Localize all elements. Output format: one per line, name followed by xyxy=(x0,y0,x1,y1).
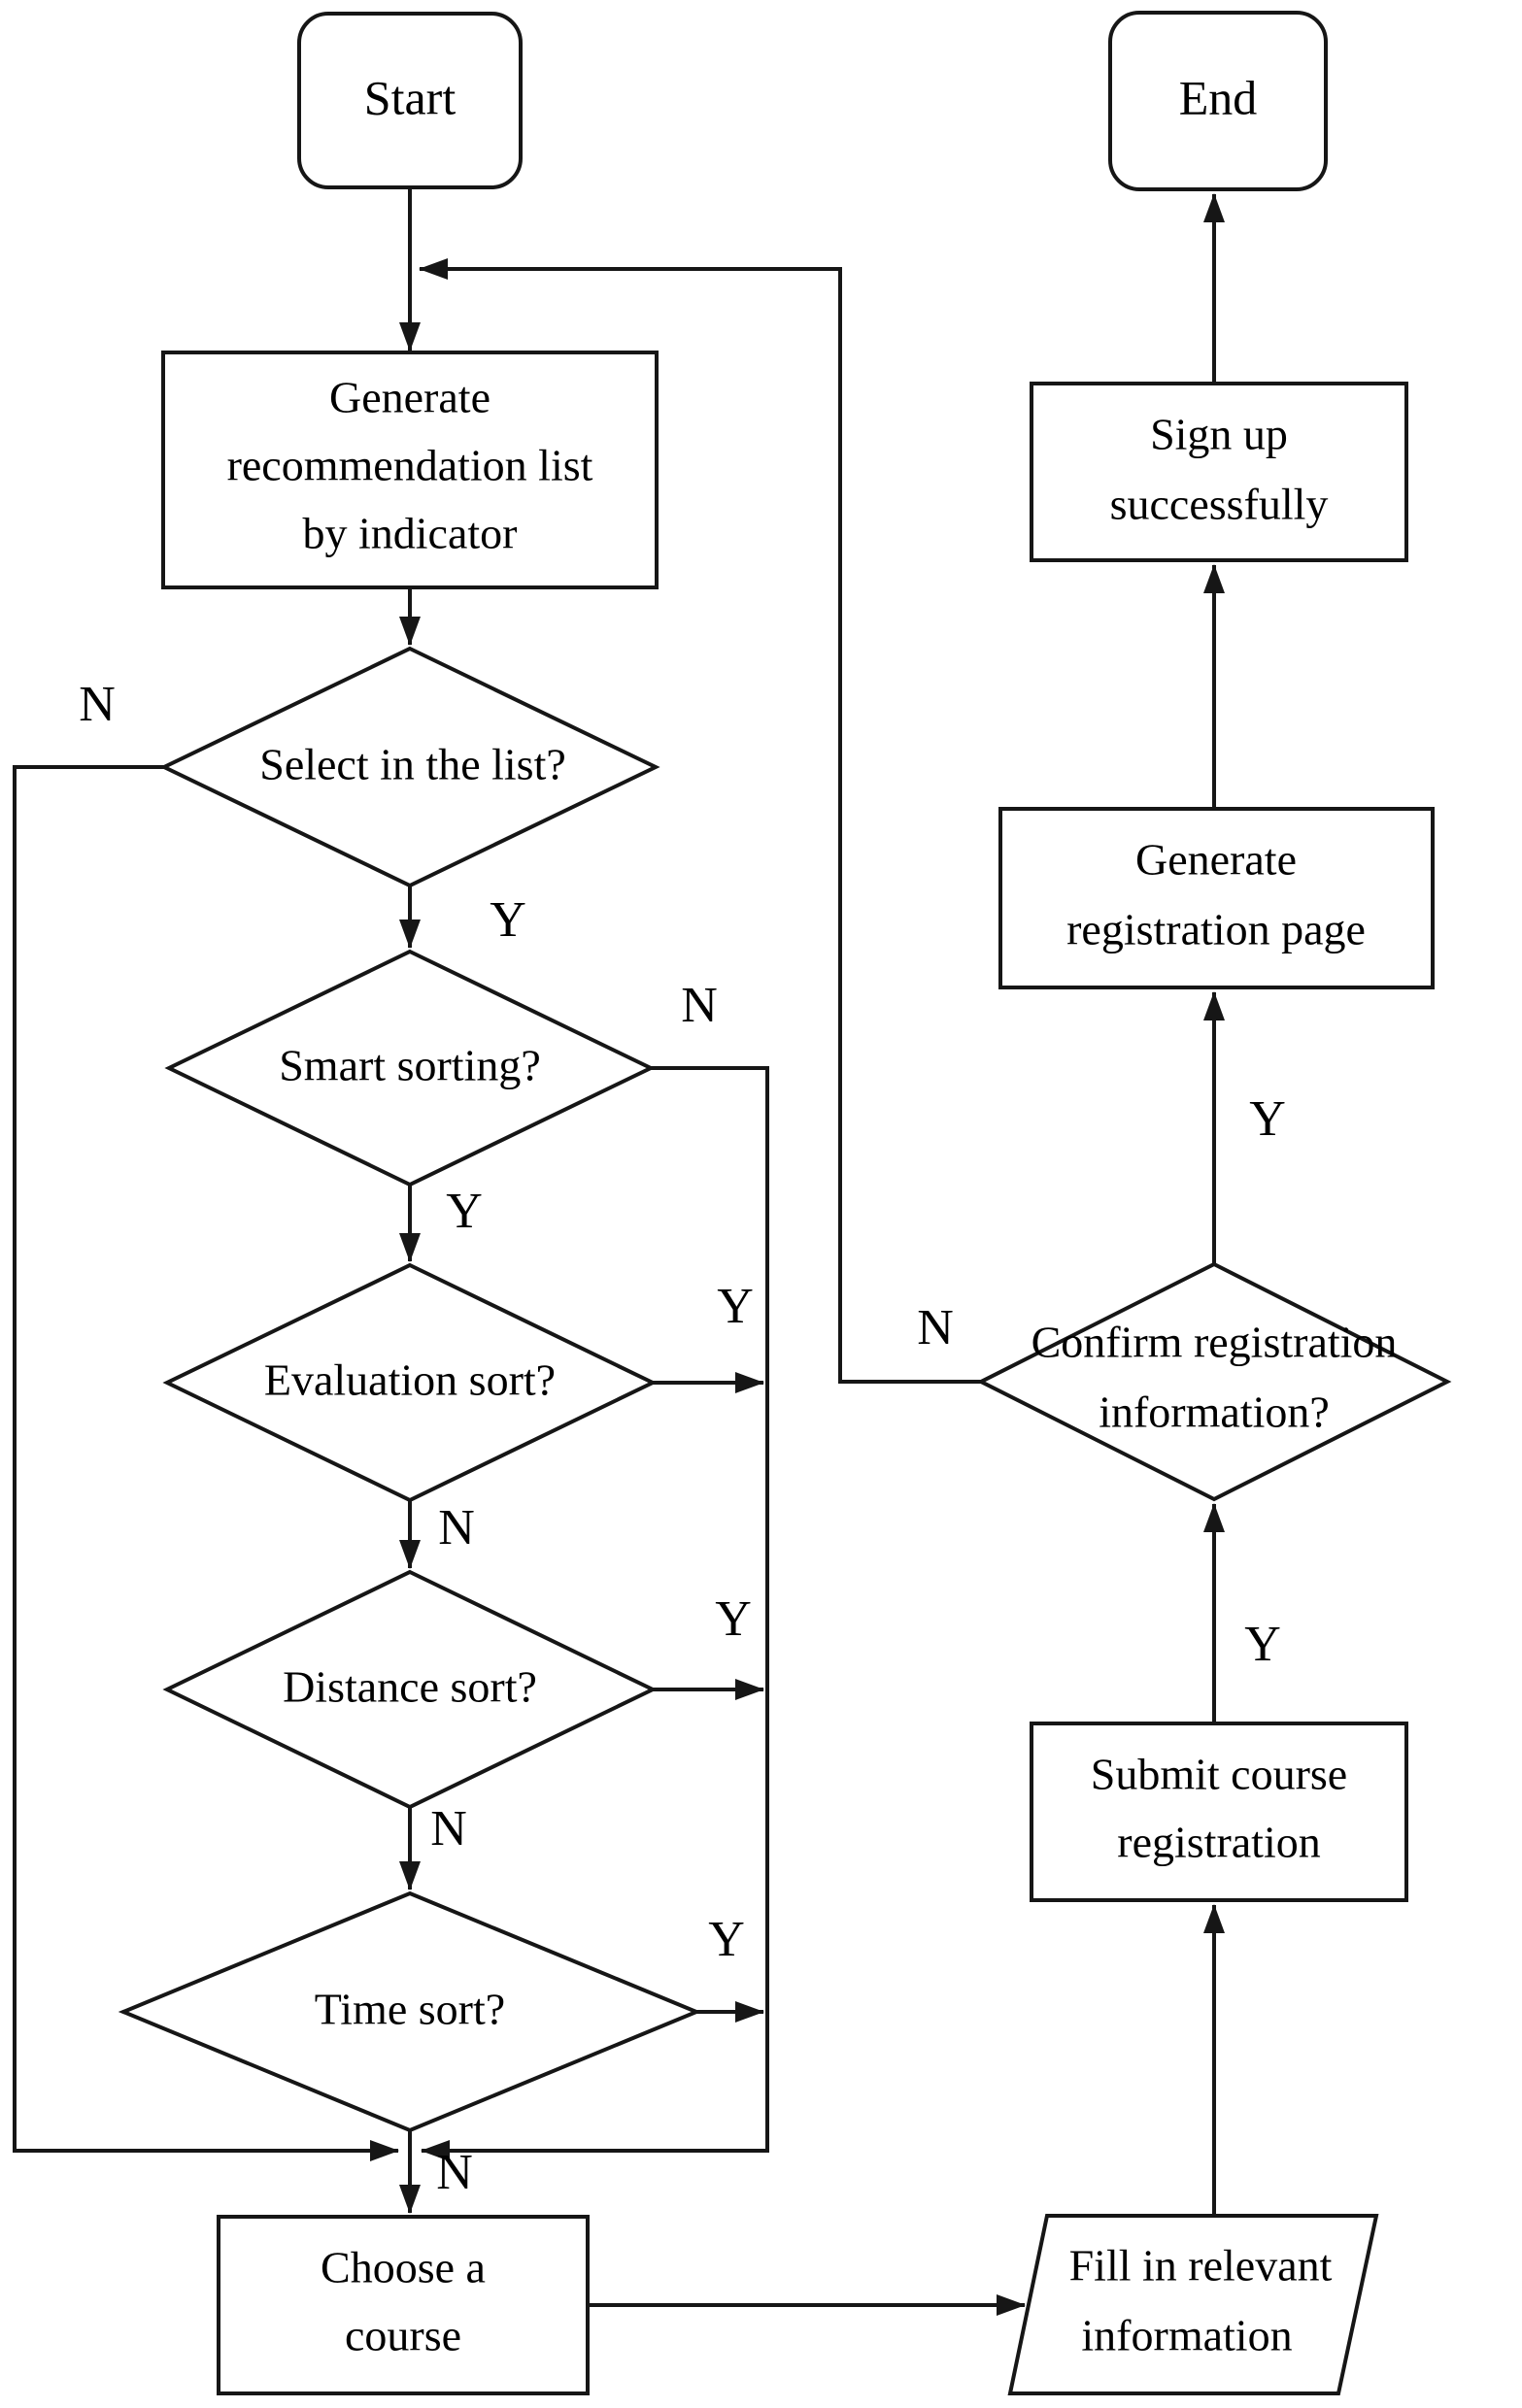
generate-list-shape xyxy=(161,351,659,589)
edge-label-confirm-yes-lower: Y xyxy=(1244,1617,1281,1672)
sign-up-line1: Sign up xyxy=(1150,410,1288,459)
edge-label-confirm-no: N xyxy=(917,1300,954,1355)
evaluation-sort-shape xyxy=(162,1262,658,1503)
fill-information-node: Fill in relevant information xyxy=(1007,2214,1379,2395)
sign-up-shape xyxy=(1030,382,1408,562)
sign-up-node: Sign up successfully xyxy=(1030,382,1408,562)
choose-course-shape xyxy=(217,2215,590,2395)
edge-label-distance-no: N xyxy=(430,1801,467,1856)
fill-information-shape xyxy=(1007,2214,1379,2395)
choose-course-node: Choose a course xyxy=(217,2215,590,2395)
start-node: Start xyxy=(297,12,523,189)
submit-registration-line1: Submit course xyxy=(1091,1750,1347,1799)
time-sort-label: Time sort? xyxy=(315,1985,505,2034)
edge-label-distance-yes: Y xyxy=(715,1591,752,1647)
distance-sort-decision: Distance sort? xyxy=(162,1569,658,1810)
smart-sorting-shape xyxy=(164,949,656,1187)
sign-up-line2: successfully xyxy=(1110,480,1329,529)
edges xyxy=(13,187,1225,2316)
choose-course-line1: Choose a xyxy=(321,2243,486,2292)
smart-sorting-decision: Smart sorting? xyxy=(164,949,656,1187)
submit-registration-shape xyxy=(1030,1722,1408,1902)
generate-list-line3: by indicator xyxy=(303,509,518,558)
fill-information-line1: Fill in relevant xyxy=(1069,2241,1333,2291)
confirm-information-shape xyxy=(976,1261,1452,1502)
edge-select-no-left-rail xyxy=(13,765,399,2161)
time-sort-shape xyxy=(118,1890,702,2133)
edge-label-smart-no: N xyxy=(681,978,718,1033)
edge-label-time-no: N xyxy=(436,2145,473,2200)
start-label: Start xyxy=(364,70,457,124)
edge-label-select-yes: Y xyxy=(490,892,526,948)
generate-list-node: Generate recommendation list by indicato… xyxy=(161,351,659,589)
end-label: End xyxy=(1179,70,1258,124)
edge-labels: N Y N Y Y N Y N Y N N Y Y xyxy=(79,677,1286,2200)
generate-registration-page-node: Generate registration page xyxy=(998,807,1435,989)
end-node: End xyxy=(1108,11,1328,191)
distance-sort-label: Distance sort? xyxy=(283,1662,537,1712)
generate-list-line2: recommendation list xyxy=(227,441,593,490)
edge-label-smart-yes: Y xyxy=(446,1184,483,1239)
time-sort-decision: Time sort? xyxy=(118,1890,702,2133)
start-shape xyxy=(297,12,523,189)
select-in-list-shape xyxy=(159,646,660,888)
edge-label-evaluation-no: N xyxy=(438,1500,475,1555)
edge-smart-no-right-rail xyxy=(421,1066,769,2161)
fill-information-line2: information xyxy=(1081,2311,1292,2360)
edge-confirm-no-loop xyxy=(419,258,981,1384)
evaluation-sort-label: Evaluation sort? xyxy=(264,1355,556,1405)
generate-registration-page-line1: Generate xyxy=(1135,835,1297,885)
submit-registration-node: Submit course registration xyxy=(1030,1722,1408,1902)
select-in-list-label: Select in the list? xyxy=(259,740,566,789)
distance-sort-shape xyxy=(162,1569,658,1810)
generate-registration-page-shape xyxy=(998,807,1435,989)
select-in-list-decision: Select in the list? xyxy=(159,646,660,888)
generate-registration-page-line2: registration page xyxy=(1066,905,1366,954)
choose-course-line2: course xyxy=(345,2311,461,2360)
edge-label-confirm-yes-upper: Y xyxy=(1249,1091,1286,1147)
smart-sorting-label: Smart sorting? xyxy=(279,1041,541,1090)
submit-registration-line2: registration xyxy=(1117,1818,1321,1867)
edge-label-time-yes: Y xyxy=(708,1912,745,1967)
end-shape xyxy=(1108,11,1328,191)
confirm-information-decision: Confirm registration information? xyxy=(976,1261,1452,1502)
evaluation-sort-decision: Evaluation sort? xyxy=(162,1262,658,1503)
generate-list-line1: Generate xyxy=(329,373,490,422)
edge-label-evaluation-yes: Y xyxy=(717,1279,754,1334)
confirm-information-line1: Confirm registration xyxy=(1032,1318,1398,1367)
edge-label-select-no: N xyxy=(79,677,116,732)
confirm-information-line2: information? xyxy=(1099,1388,1330,1437)
